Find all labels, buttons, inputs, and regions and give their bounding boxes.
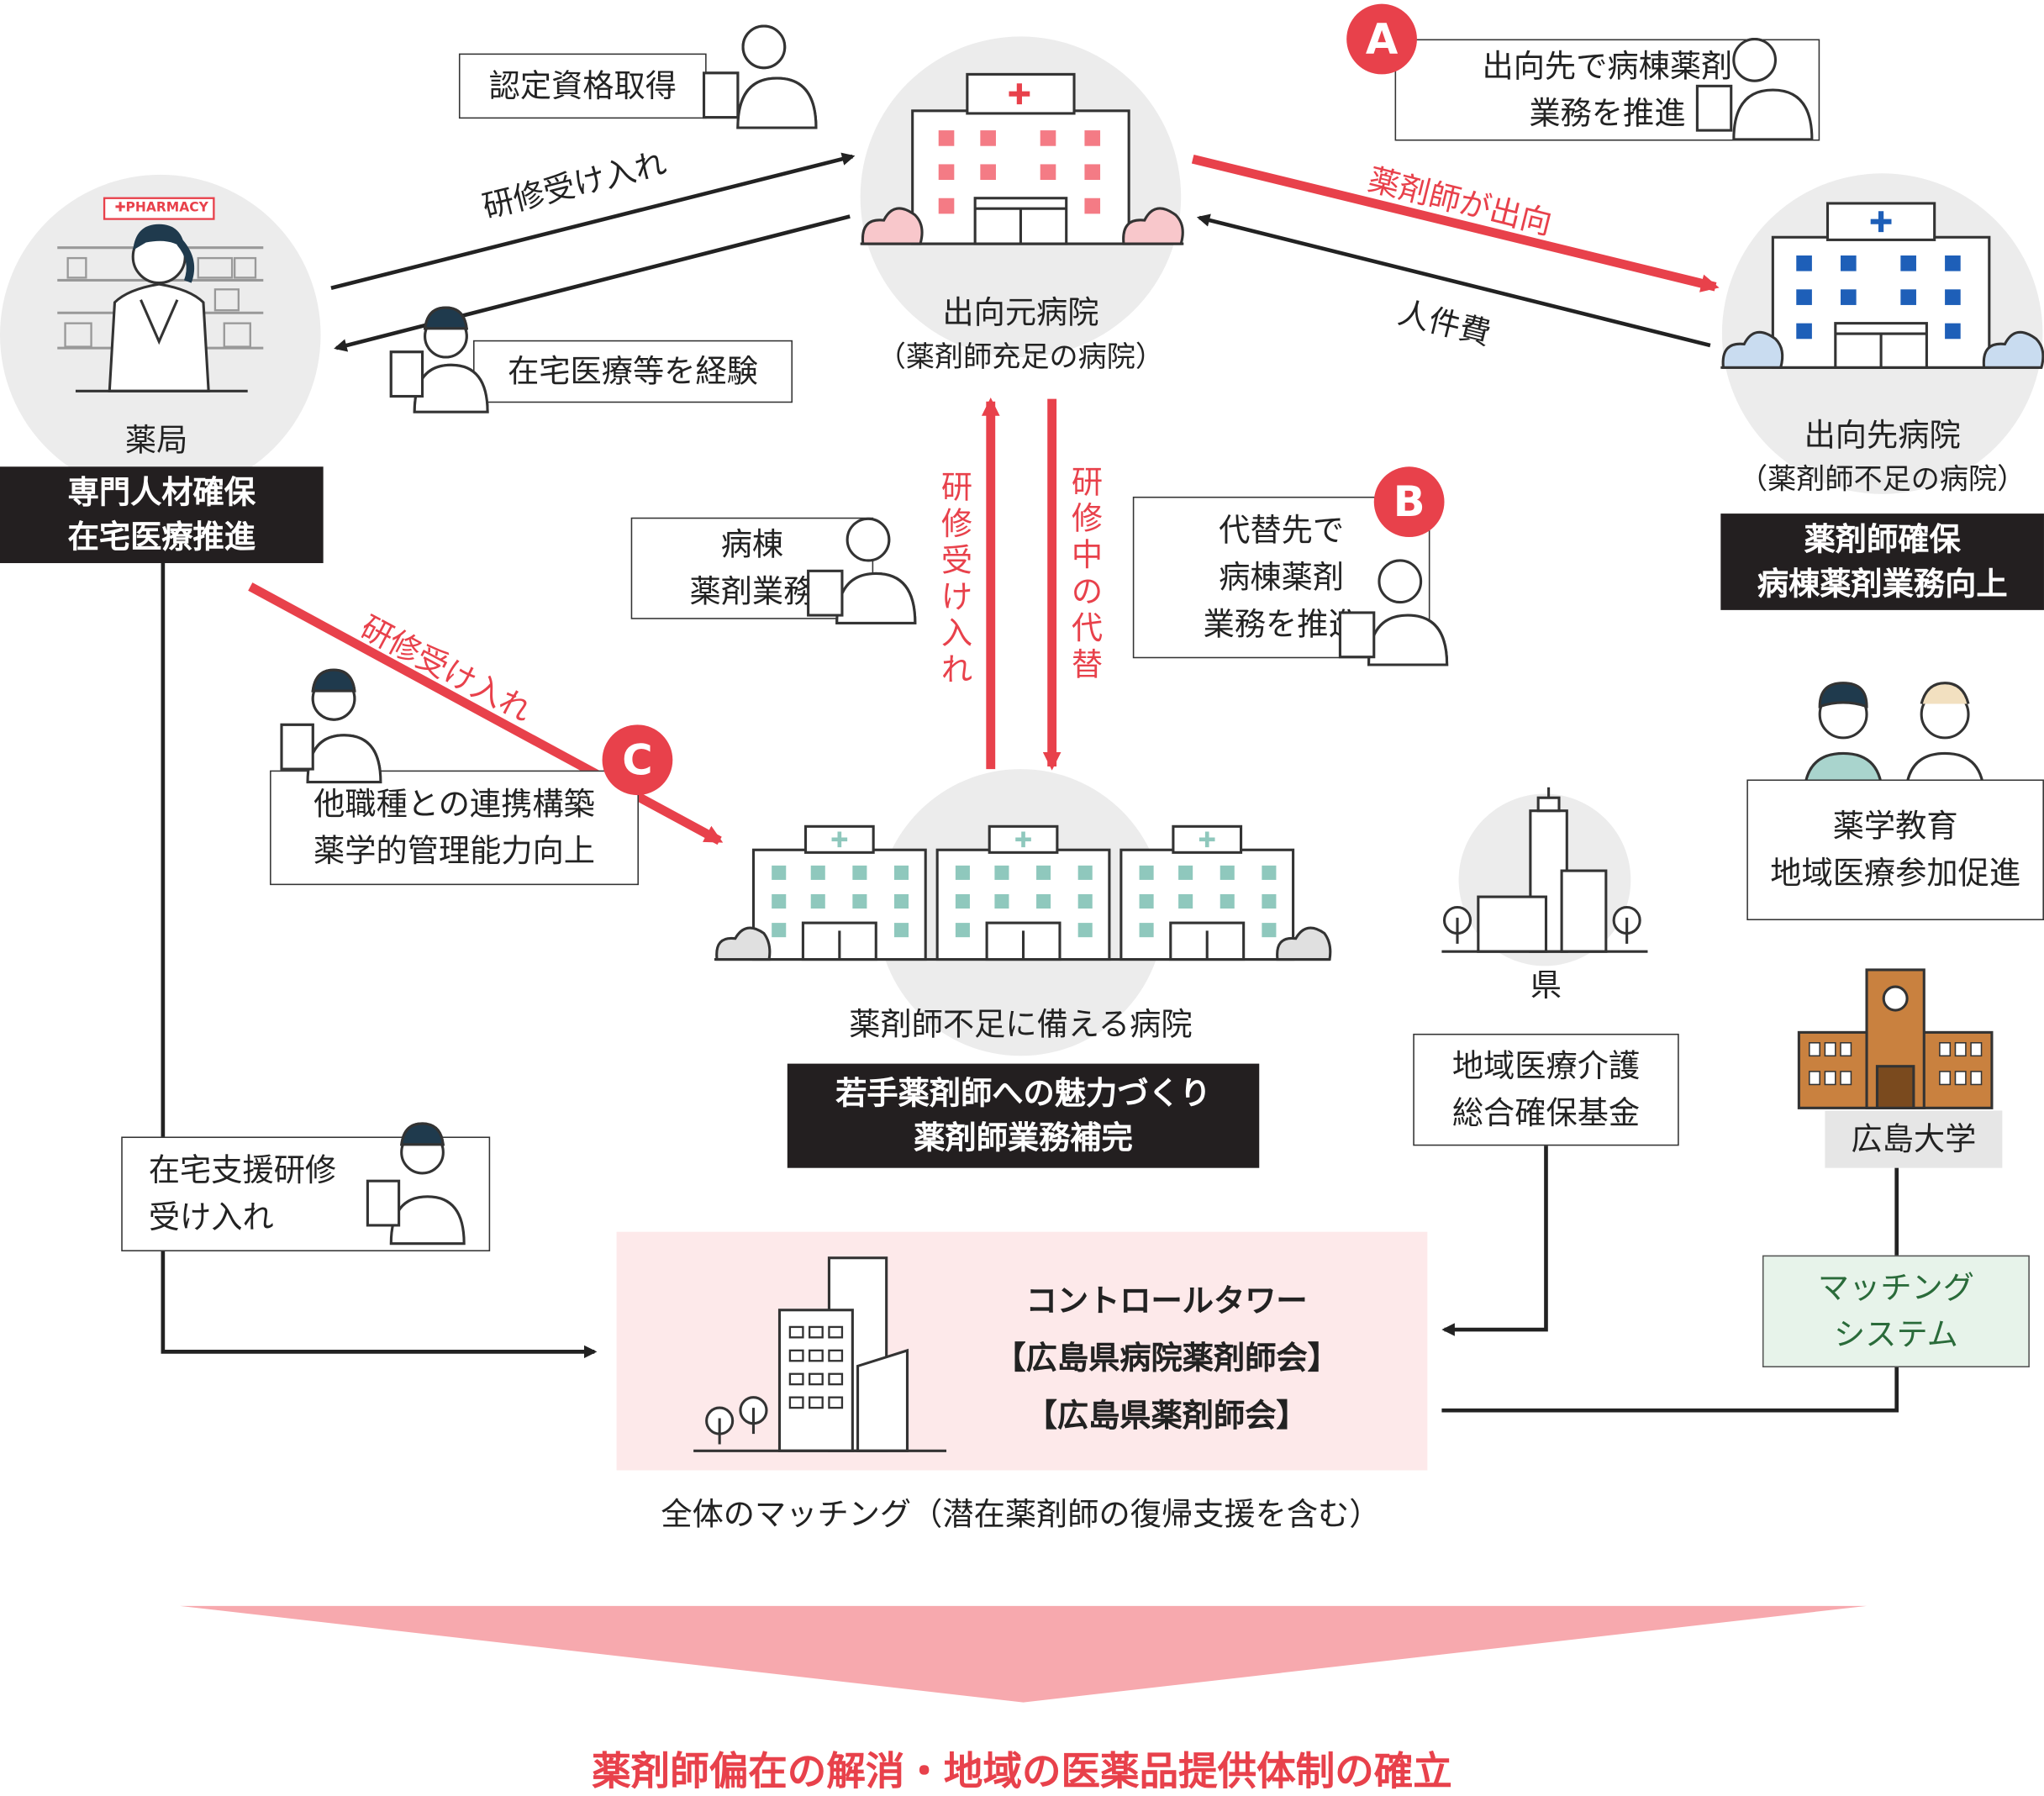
education-box: 薬学教育 地域医療参加促進	[1746, 779, 2044, 921]
home-care-box: 在宅医療等を経験	[473, 340, 793, 403]
control-tower-org: 【広島県薬剤師会】	[1025, 1397, 1308, 1435]
badge-c: C	[602, 724, 673, 796]
callout-a-line: 出向先で病棟薬剤	[1482, 48, 1733, 85]
arrow-fund-to-tower	[1441, 1144, 1548, 1336]
dest-hospital-sub: （薬剤師不足の病院）	[1739, 464, 2026, 497]
callout-c-line: 他職種との連携構築	[313, 786, 595, 823]
callout-b-line: 代替先で	[1219, 512, 1345, 549]
dest-hospital-tag-line: 薬剤師確保	[1804, 521, 1961, 558]
hospital-icon	[860, 72, 1184, 245]
shortage-hospital-tag-line: 若手薬剤師への魅力づくり	[835, 1075, 1211, 1113]
callout-b-line: 病棟薬剤	[1219, 559, 1345, 596]
callout-c-line: 薬学的管理能力向上	[313, 833, 596, 870]
source-hospital-name: 出向元病院	[942, 294, 1099, 331]
conclusion-band	[180, 1605, 1868, 1703]
ward-line: 病棟	[720, 526, 784, 564]
label-training-substitute-vertical: 研修中の代替	[1071, 464, 1104, 683]
arrow-training-accept	[330, 152, 856, 291]
hospital-icon	[1720, 202, 2044, 369]
shortage-hospital-name: 薬剤師不足に備える病院	[849, 1006, 1193, 1043]
certification-box: 認定資格取得	[458, 53, 707, 119]
arrow-dispatch	[1191, 154, 1720, 292]
education-line: 薬学教育	[1832, 808, 1958, 845]
callout-c-box: 他職種との連携構築 薬学的管理能力向上	[270, 770, 639, 886]
control-tower-org: 【広島県病院薬剤師会】	[994, 1340, 1339, 1377]
home-support-line: 受け入れ	[148, 1198, 274, 1236]
fund-line: 総合確保基金	[1451, 1094, 1641, 1132]
label-training-accept-vertical: 研修受け入れ	[940, 469, 973, 688]
matching-system-line: マッチング	[1817, 1269, 1974, 1307]
university-label: 広島大学	[1825, 1110, 2003, 1168]
badge-a: A	[1346, 3, 1417, 75]
hospital-icon	[714, 826, 1332, 959]
dest-hospital-tag-line: 病棟薬剤業務向上	[1757, 566, 2008, 603]
callout-b-line: 業務を推進	[1203, 606, 1360, 643]
pharmacy-icon	[57, 197, 264, 392]
pharmacist-icon	[280, 24, 1814, 1246]
ward-line: 薬剤業務	[689, 573, 815, 610]
fund-line: 地域医療介護	[1451, 1048, 1641, 1085]
pharmacy-tag-line: 在宅医療推進	[67, 519, 256, 556]
shortage-hospital-tag-line: 薬剤師業務補完	[914, 1119, 1133, 1156]
line-matching-to-tower	[1441, 1366, 1899, 1413]
pharmacy-sign: ✚PHARMACY	[114, 200, 208, 215]
conclusion-text: 薬剤師偏在の解消・地域の医薬品提供体制の確立	[592, 1749, 1452, 1795]
building-icon	[1441, 787, 1648, 953]
badge-b: B	[1373, 466, 1445, 538]
prefecture-name: 県	[1530, 966, 1562, 1004]
home-support-line: 在宅支援研修	[148, 1152, 337, 1189]
source-hospital-sub: （薬剤師充足の病院）	[877, 341, 1165, 375]
arrow-training-c	[248, 582, 724, 845]
fund-box: 地域医療介護 総合確保基金	[1413, 1033, 1679, 1146]
control-tower-title: コントロールタワー	[1025, 1282, 1308, 1319]
matching-system-line: システム	[1834, 1316, 1958, 1353]
pharmacy-tag-line: 専門人材確保	[67, 474, 256, 511]
ward-box: 病棟 薬剤業務	[630, 517, 874, 619]
pharmacy-tag: 専門人材確保 在宅医療推進	[0, 466, 324, 564]
arrow-pharmacy-to-tower	[161, 563, 598, 1359]
matching-system-box: マッチング システム	[1762, 1255, 2030, 1367]
arrow-home-care-return	[334, 214, 851, 352]
dest-hospital-tag: 薬剤師確保 病棟薬剤業務向上	[1720, 514, 2044, 610]
university-icon	[1797, 968, 1994, 1109]
dest-hospital-name: 出向先病院	[1804, 417, 1961, 454]
control-tower-panel	[616, 1231, 1428, 1471]
education-line: 地域医療参加促進	[1770, 855, 2021, 892]
shortage-hospital-tag: 若手薬剤師への魅力づくり 薬剤師業務補完	[787, 1063, 1260, 1168]
pharmacy-name: 薬局	[124, 422, 188, 459]
building-icon	[693, 1256, 947, 1452]
control-tower-caption: 全体のマッチング（潜在薬剤師の復帰支援を含む）	[661, 1496, 1381, 1533]
arrow-personnel-cost	[1196, 213, 1711, 348]
callout-a-line: 業務を推進	[1529, 95, 1686, 132]
